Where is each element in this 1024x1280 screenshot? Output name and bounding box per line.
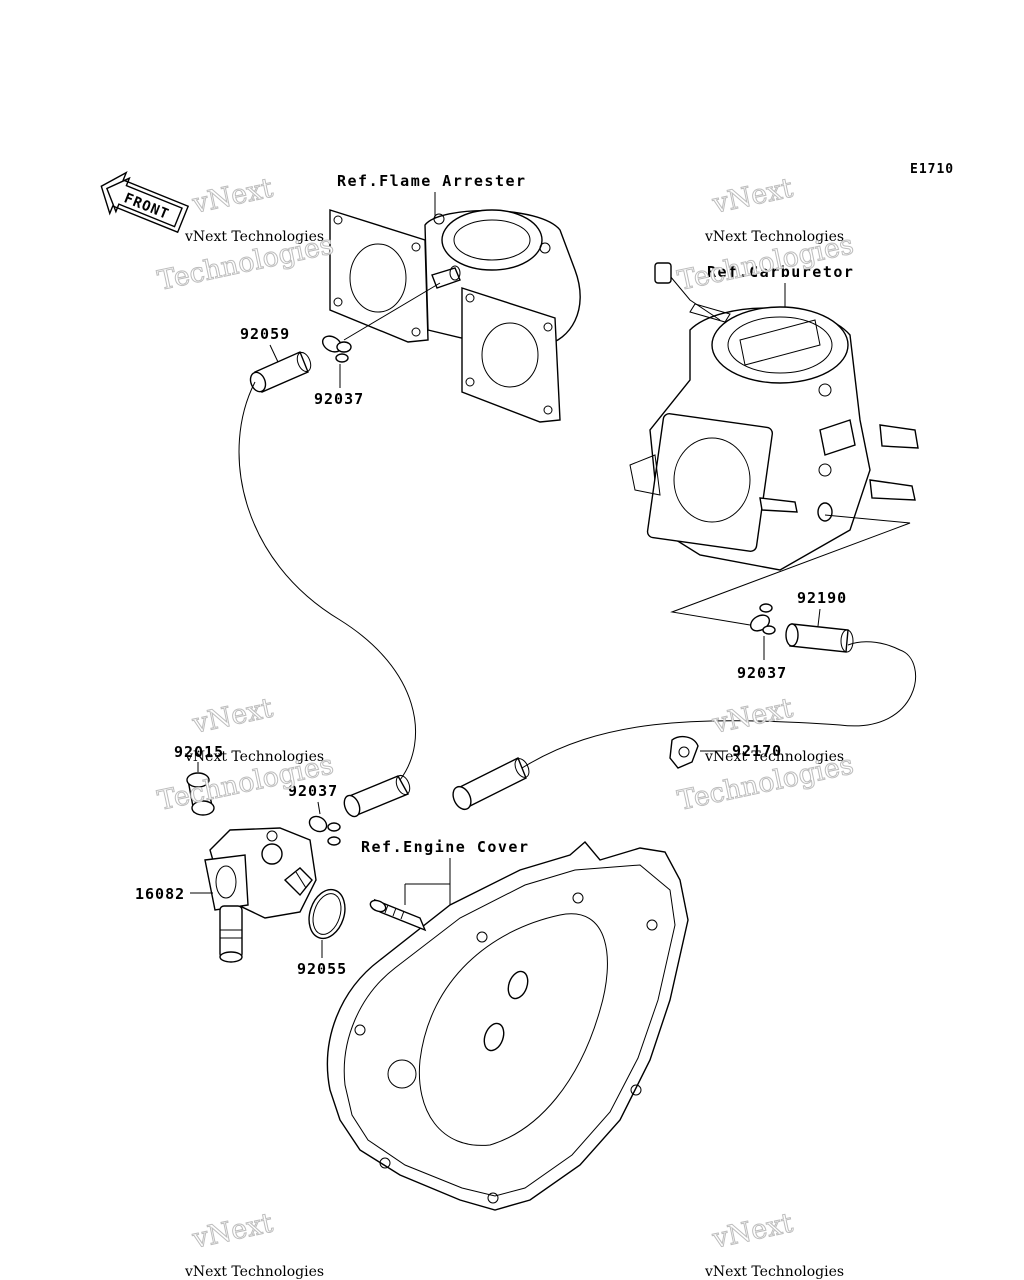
engine-cover-illustration [326, 841, 689, 1211]
ref-flame-arrester-label: Ref.Flame Arrester [337, 172, 527, 190]
part-label-92055: 92055 [297, 960, 347, 978]
ref-engine-cover-label: Ref.Engine Cover [361, 838, 530, 856]
hose-92059 [249, 351, 312, 393]
clamp-92037-a [321, 335, 352, 363]
svg-text:vNext Technologies: vNext Technologies [704, 1264, 844, 1280]
pump-16082 [204, 827, 317, 963]
watermark-bottom-left: vNext vNext Technologies [184, 1207, 324, 1280]
hose-92190 [785, 623, 854, 653]
svg-text:vNext: vNext [709, 1208, 796, 1255]
svg-text:vNext Technologies: vNext Technologies [184, 229, 324, 245]
part-label-92170: 92170 [732, 742, 782, 760]
part-label-92015: 92015 [174, 743, 224, 761]
watermark-top-left: vNext vNext Technologies Technologies [155, 172, 337, 297]
svg-text:vNext: vNext [709, 693, 796, 740]
flame-arrester-illustration [329, 209, 581, 423]
part-label-92059: 92059 [240, 325, 290, 343]
part-label-92190: 92190 [797, 589, 847, 607]
hose-routing-left [238, 381, 417, 781]
front-arrow-icon: FRONT [100, 171, 190, 234]
engine-cover-stud [369, 898, 427, 932]
carburetor-illustration [629, 262, 919, 571]
oring-92055 [308, 888, 346, 940]
svg-text:vNext: vNext [189, 173, 276, 220]
svg-text:vNext Technologies: vNext Technologies [704, 749, 844, 765]
watermark-middle-right: vNext vNext Technologies Technologies [675, 692, 857, 817]
fitting-92015 [186, 772, 215, 816]
svg-text:vNext: vNext [189, 1208, 276, 1255]
part-label-16082: 16082 [135, 885, 185, 903]
svg-text:vNext: vNext [709, 173, 796, 220]
diagram-code: E1710 [910, 162, 954, 177]
clamp-92037-c [308, 815, 341, 846]
watermark-top-right: vNext vNext Technologies Technologies [675, 172, 857, 297]
leader-carburetor-to-clamp [670, 514, 911, 626]
svg-text:vNext Technologies: vNext Technologies [184, 749, 324, 765]
part-label-92037-c: 92037 [288, 782, 338, 800]
svg-text:vNext: vNext [189, 693, 276, 740]
hose-routing-right [521, 641, 916, 769]
clip-92170 [669, 735, 699, 769]
part-label-92037-b: 92037 [737, 664, 787, 682]
front-arrow-label: FRONT [122, 190, 172, 222]
ref-carburetor-label: Ref.Carburetor [707, 263, 854, 281]
clamp-92037-b [749, 603, 776, 635]
hose-lower-right [452, 757, 530, 811]
watermark-bottom-right: vNext vNext Technologies [704, 1207, 844, 1280]
svg-text:vNext Technologies: vNext Technologies [704, 229, 844, 245]
svg-text:vNext Technologies: vNext Technologies [184, 1264, 324, 1280]
hose-lower-left [343, 774, 411, 818]
part-label-92037-a: 92037 [314, 390, 364, 408]
